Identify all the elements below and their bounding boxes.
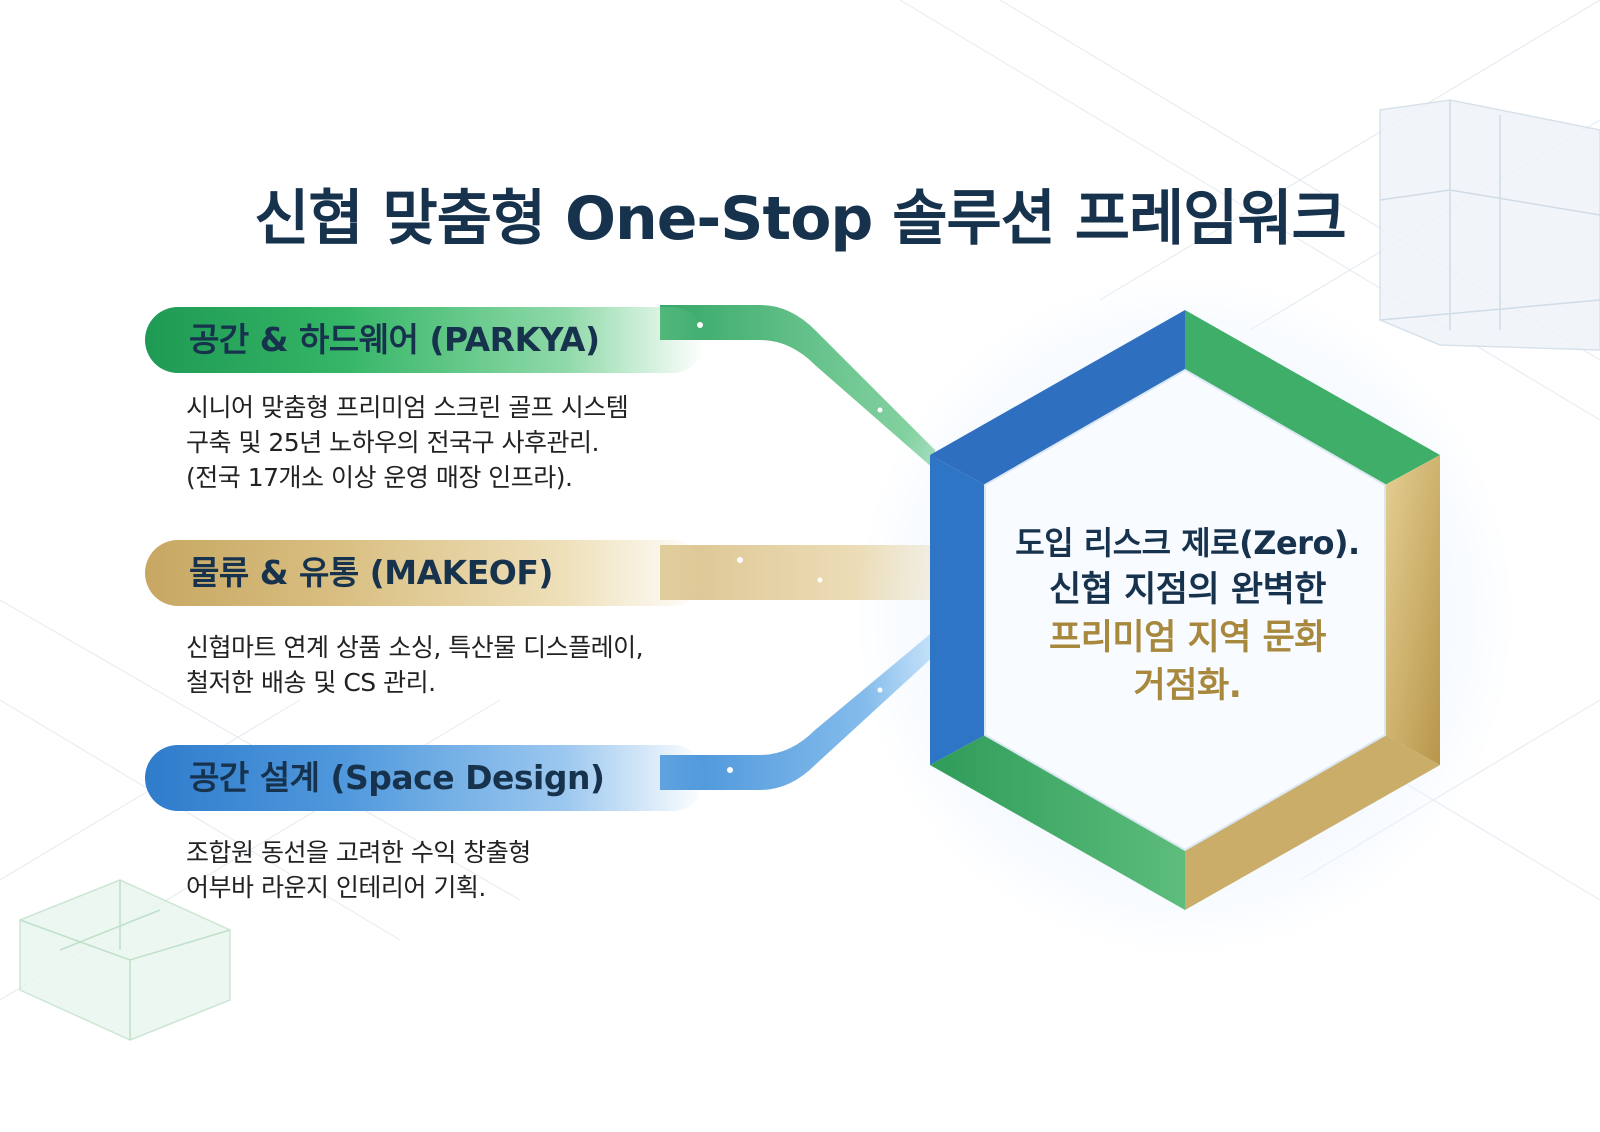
pillar-description-logistics: 신협마트 연계 상품 소싱, 특산물 디스플레이, 철저한 배송 및 CS 관리… — [186, 630, 644, 700]
pillar-label-hardware: 공간 & 하드웨어 (PARKYA) — [145, 307, 705, 373]
center-line-4: 거점화. — [1133, 666, 1242, 706]
description-line: 신협마트 연계 상품 소싱, 특산물 디스플레이, — [186, 633, 644, 662]
hexagon-center-message: 도입 리스크 제로(Zero). 신협 지점의 완벽한 프리미엄 지역 문화 거… — [1010, 520, 1365, 710]
description-line: (전국 17개소 이상 운영 매장 인프라). — [186, 463, 573, 492]
center-line-3: 프리미엄 지역 문화 — [1049, 618, 1326, 658]
description-line: 철저한 배송 및 CS 관리. — [186, 668, 436, 697]
pillar-description-hardware: 시니어 맞춤형 프리미엄 스크린 골프 시스템 구축 및 25년 노하우의 전국… — [186, 390, 629, 495]
pillar-description-space-design: 조합원 동선을 고려한 수익 창출형 어부바 라운지 인테리어 기획. — [186, 835, 531, 905]
building-bottom-left — [19, 879, 231, 1041]
pillar-label-logistics: 물류 & 유통 (MAKEOF) — [145, 540, 705, 606]
description-line: 어부바 라운지 인테리어 기획. — [186, 873, 486, 902]
hexagon-frame — [930, 310, 1440, 910]
center-line-2: 신협 지점의 완벽한 — [1049, 570, 1326, 610]
building-top-right — [1379, 99, 1600, 351]
description-line: 조합원 동선을 고려한 수익 창출형 — [186, 838, 531, 867]
center-line-1: 도입 리스크 제로(Zero). — [1015, 524, 1360, 562]
description-line: 구축 및 25년 노하우의 전국구 사후관리. — [186, 428, 600, 457]
page-title: 신협 맞춤형 One-Stop 솔루션 프레임워크 — [254, 184, 1347, 254]
pillar-label-space-design: 공간 설계 (Space Design) — [145, 745, 705, 811]
description-line: 시니어 맞춤형 프리미엄 스크린 골프 시스템 — [186, 393, 629, 422]
